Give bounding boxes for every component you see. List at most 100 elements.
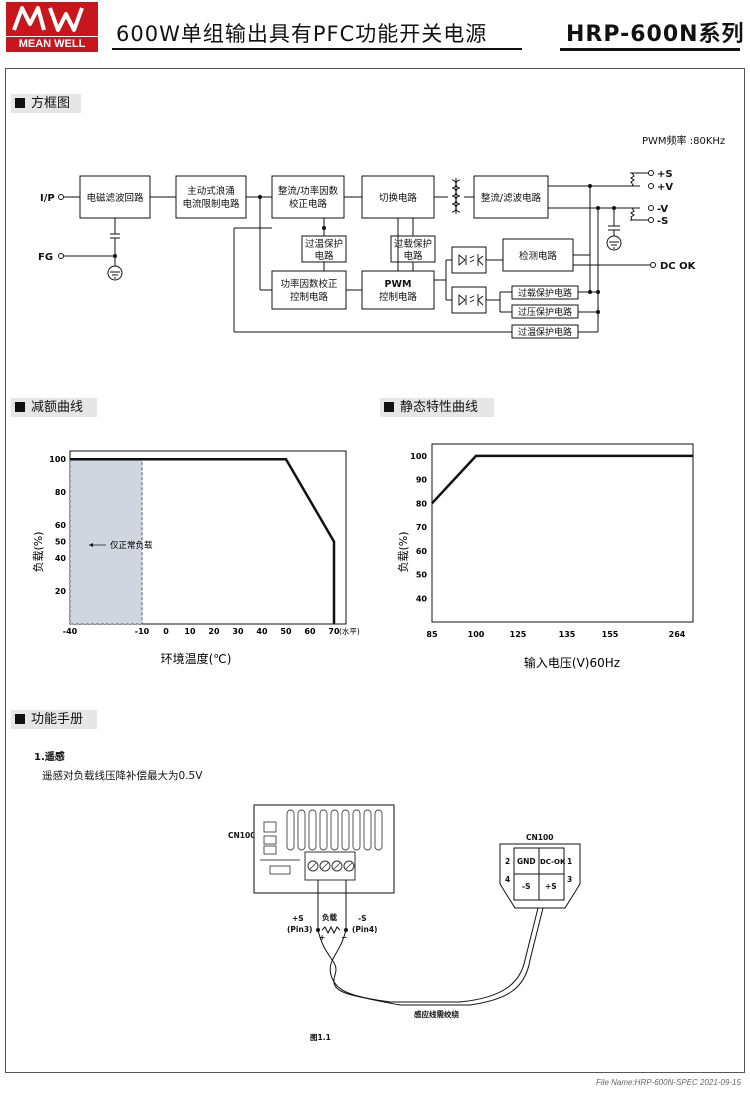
static-series-line [431, 454, 693, 505]
svg-text:-S: -S [522, 882, 531, 891]
twisted-wire-label: 感应线需绞绕 [414, 1009, 459, 1019]
svg-text:+: + [319, 933, 325, 942]
header-rule-bold [560, 48, 740, 51]
bullet-square-icon [384, 402, 394, 412]
svg-text:过温保护: 过温保护 [305, 238, 343, 250]
svg-text:PWM: PWM [385, 279, 412, 290]
derating-ytick: 50 [55, 538, 67, 547]
psu-vent-slots [260, 809, 383, 875]
bullet-square-icon [15, 714, 25, 724]
static-ylabel: 负载(%) [396, 531, 410, 572]
svg-text:电路: 电路 [403, 250, 423, 262]
footer-file-name: File Name:HRP-600N-SPEC 2021-09-15 [596, 1078, 741, 1087]
section-static: 静态特性曲线 [380, 398, 494, 417]
svg-text:3: 3 [567, 875, 572, 884]
svg-text:+S: +S [545, 882, 557, 891]
block-pfc-control [271, 270, 347, 310]
block-pwm [361, 270, 435, 310]
static-plot-area [431, 443, 694, 623]
static-ytick: 70 [416, 523, 428, 532]
static-ytick: 90 [416, 476, 428, 485]
svg-text:电路: 电路 [314, 250, 334, 262]
section-block-diagram: 方框图 [11, 94, 81, 113]
static-xtick: 155 [602, 630, 619, 639]
static-ytick: 100 [410, 452, 427, 461]
static-xlabel: 输入电压(V)60Hz [524, 655, 620, 670]
static-xtick: 125 [510, 630, 527, 639]
section-derating: 减额曲线 [11, 398, 97, 417]
header-rule [112, 48, 522, 50]
derating-xtick: -40 [63, 627, 78, 636]
output-minus-v: -V [657, 204, 668, 215]
static-ytick: 80 [416, 499, 428, 508]
remote-sense-figure: CN100 [228, 804, 581, 1042]
block-diagram: PWM频率 :80KHz I/P FG 电磁滤波回路 主动式浪涌 电流限制 [38, 134, 725, 339]
figure-caption: 图1.1 [310, 1033, 331, 1042]
svg-text:DC-OK: DC-OK [540, 858, 566, 866]
optocoupler-2 [451, 286, 487, 314]
cn100-right-label: CN100 [526, 833, 553, 842]
svg-text:+S: +S [292, 914, 304, 923]
svg-text:主动式浪涌: 主动式浪涌 [187, 185, 235, 197]
svg-text:控制电路: 控制电路 [379, 291, 418, 303]
derating-xtick: 40 [256, 627, 268, 636]
output-plus-v: +V [657, 182, 673, 193]
mw-logo-mark [6, 2, 98, 36]
svg-text:过载保护: 过载保护 [394, 238, 432, 250]
static-xtick: 264 [669, 630, 686, 639]
transformer-icon [451, 178, 461, 214]
derating-ytick: 20 [55, 587, 67, 596]
logo-text: MEAN WELL [6, 37, 98, 52]
static-xtick: 100 [468, 630, 485, 639]
block-pfc [271, 175, 345, 219]
derating-xtick: 60 [304, 627, 316, 636]
block-switch [361, 175, 435, 219]
svg-text:GND: GND [517, 857, 536, 866]
static-ytick: 60 [416, 547, 428, 556]
mw-mark-icon [12, 6, 84, 32]
derating-series-line [70, 457, 336, 624]
derating-annotation: 仅正常负载 [110, 540, 153, 551]
bullet-square-icon [15, 402, 25, 412]
svg-text:电磁滤波回路: 电磁滤波回路 [86, 192, 144, 204]
svg-text:−: − [341, 933, 347, 942]
mean-well-logo: MEAN WELL [6, 2, 98, 52]
block-rectifier [473, 175, 549, 219]
svg-text:检测电路: 检测电路 [519, 250, 558, 262]
manual-item-title: 1.遥感 [34, 752, 65, 763]
input-ip-label: I/P [40, 193, 55, 204]
optocoupler-icon [458, 254, 484, 306]
svg-text:控制电路: 控制电路 [290, 291, 329, 303]
svg-text:2: 2 [505, 857, 510, 866]
bullet-square-icon [15, 98, 25, 108]
manual-item-desc: 遥感对负载线压降补偿最大为0.5V [42, 770, 203, 782]
document-title: 600W单组输出具有PFC功能开关电源 [116, 22, 488, 46]
svg-text:过载保护电路: 过载保护电路 [518, 287, 572, 299]
svg-text:1: 1 [567, 857, 572, 866]
svg-text:校正电路: 校正电路 [289, 198, 328, 210]
output-minus-s: -S [657, 216, 668, 227]
static-ytick: 40 [416, 594, 428, 603]
derating-ytick: 100 [49, 455, 66, 464]
pwm-frequency: PWM频率 :80KHz [642, 134, 725, 147]
derating-xtick: 70 [328, 627, 340, 636]
derating-xtick: 20 [208, 627, 220, 636]
optocoupler-1 [451, 246, 487, 274]
ground-icon [107, 235, 622, 281]
input-fg-label: FG [38, 252, 53, 263]
derating-xtick: 50 [280, 627, 292, 636]
cn100-left-label: CN100 [228, 831, 255, 840]
derating-xlabel: 环境温度(℃) [161, 651, 232, 666]
section-function: 功能手册 [11, 710, 97, 729]
svg-text:整流/滤波电路: 整流/滤波电路 [481, 192, 542, 204]
block-detect [502, 238, 574, 272]
cn100-connector [499, 843, 581, 909]
static-ytick: 50 [416, 571, 428, 580]
svg-text:电流限制电路: 电流限制电路 [182, 198, 240, 210]
block-inrush [175, 175, 247, 219]
svg-text:-S: -S [358, 914, 367, 923]
svg-text:过压保护电路: 过压保护电路 [518, 306, 572, 318]
derating-ytick: 40 [55, 554, 67, 563]
derating-ylabel: 负载(%) [31, 531, 45, 572]
